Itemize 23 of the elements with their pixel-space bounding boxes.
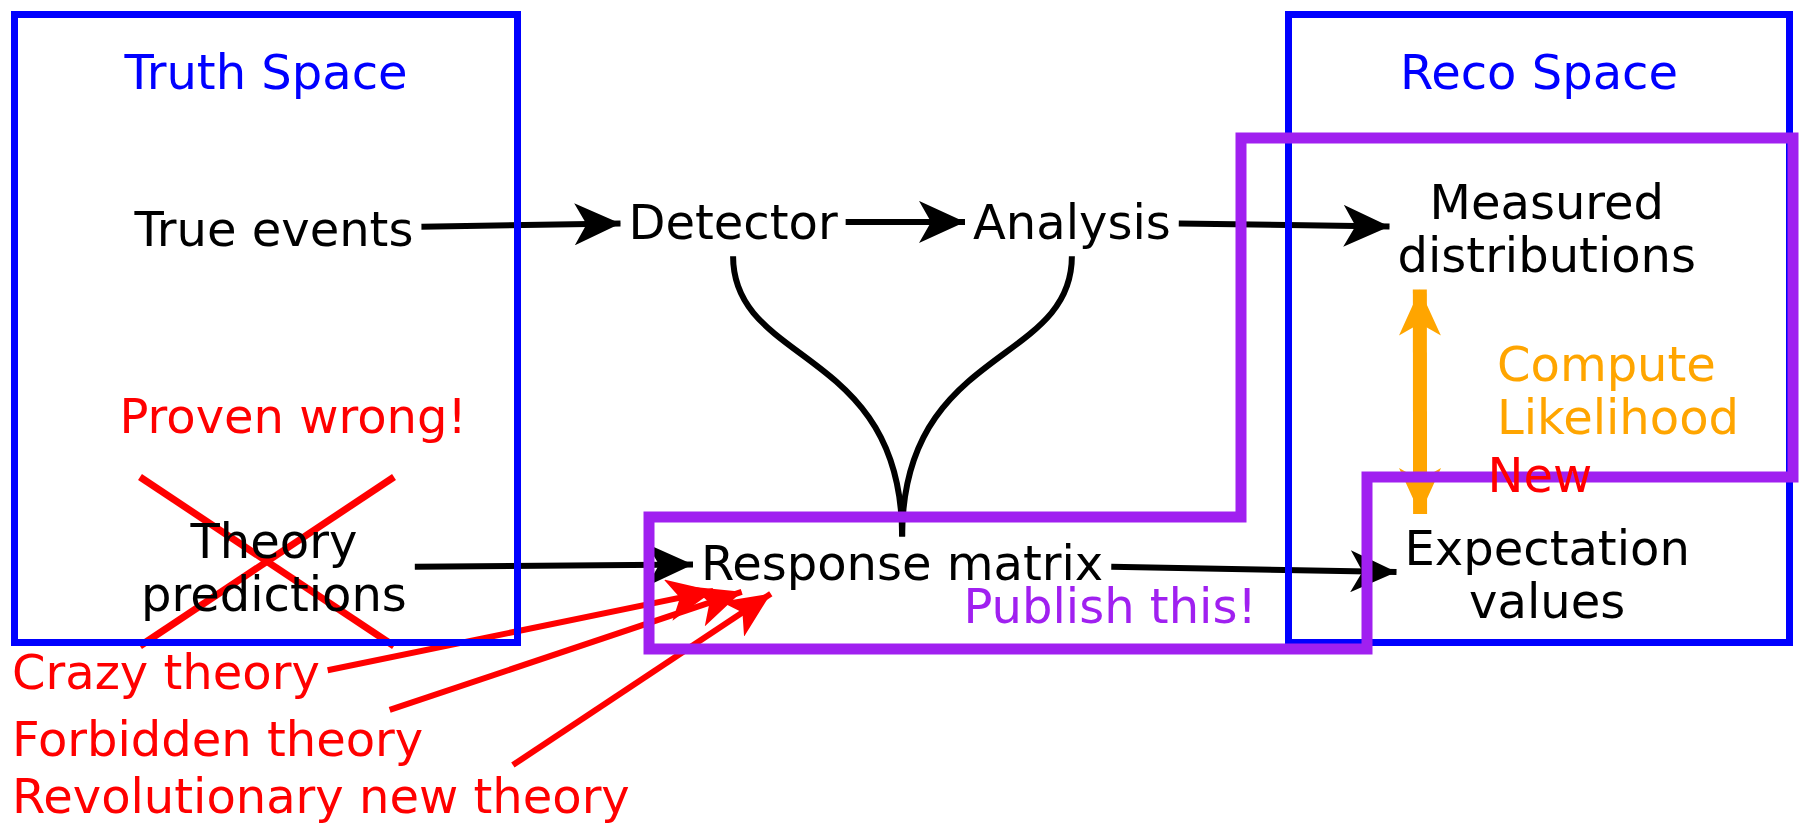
region-box xyxy=(1285,11,1793,646)
arrow xyxy=(511,591,773,768)
step-label: True events xyxy=(134,202,414,256)
step-label: Analysis xyxy=(973,195,1171,249)
region-title: Truth Space xyxy=(124,46,408,99)
step-label: Expectation values xyxy=(1404,522,1690,628)
step-label: Detector xyxy=(628,195,838,249)
theory-label: Crazy theory xyxy=(12,645,320,699)
brace-line xyxy=(899,255,1075,537)
edge-label: Compute Likelihood xyxy=(1497,338,1739,444)
double-arrow xyxy=(1398,289,1442,514)
arrow xyxy=(421,203,621,246)
arrow xyxy=(845,200,965,243)
theory-label: Revolutionary new theory xyxy=(12,769,630,823)
arrow xyxy=(388,586,743,713)
region-box xyxy=(11,11,521,646)
theory-label: Forbidden theory xyxy=(12,712,424,766)
region-title: Reco Space xyxy=(1400,46,1678,99)
arrow xyxy=(1178,204,1390,247)
step-label: Measured distributions xyxy=(1397,176,1697,282)
arrow xyxy=(1111,550,1397,593)
arrow xyxy=(327,579,714,674)
side-note: Proven wrong! xyxy=(119,389,467,443)
